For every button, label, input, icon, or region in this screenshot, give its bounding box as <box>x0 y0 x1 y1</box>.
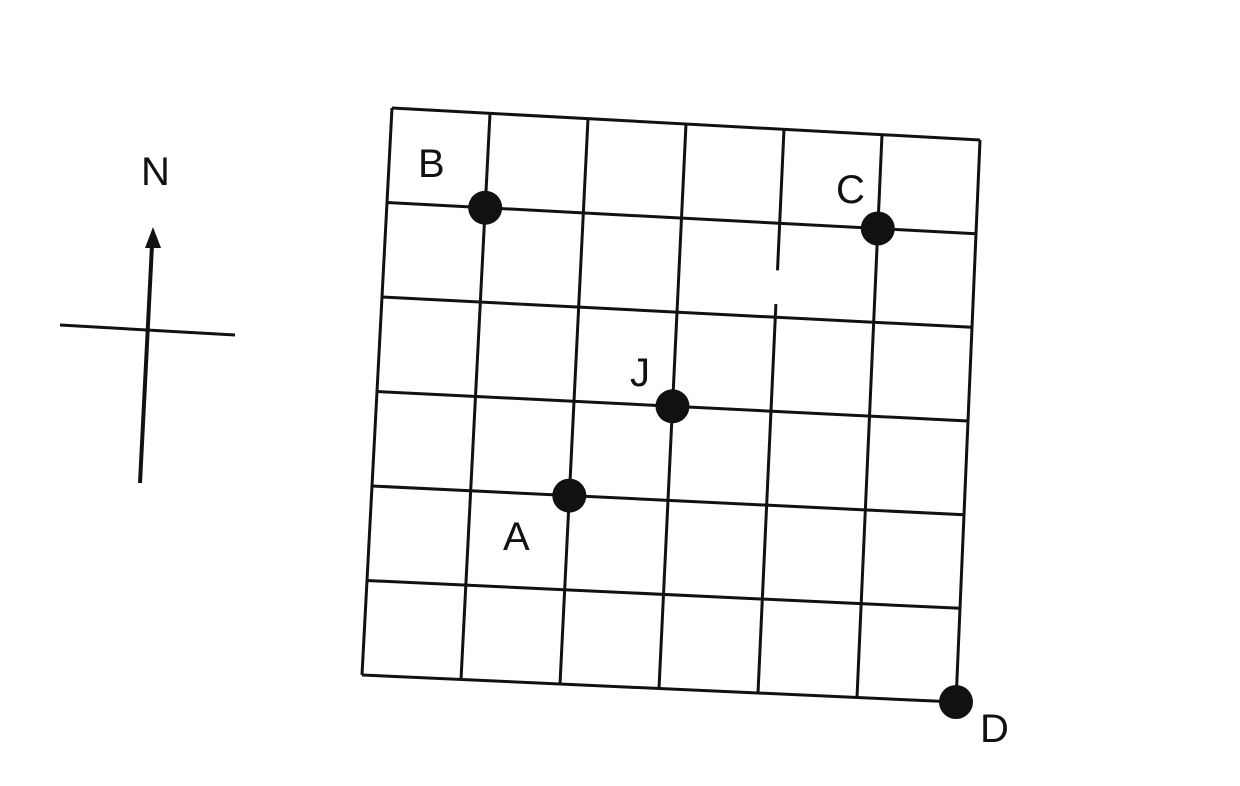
grid-line-vertical <box>558 118 590 685</box>
point-label-b: B <box>418 142 445 186</box>
point-c-dot <box>860 211 895 246</box>
compass-north-label: N <box>141 150 170 194</box>
grid-line-vertical <box>360 107 394 676</box>
point-j-dot <box>655 389 690 424</box>
compass: N <box>59 150 236 484</box>
grid-line-vertical <box>756 304 778 694</box>
point-label-c: C <box>836 168 865 212</box>
compass-arrowhead-icon <box>145 227 161 248</box>
point-d-dot <box>939 685 973 719</box>
point-label-d: D <box>980 707 1009 751</box>
point-b-dot <box>468 190 503 225</box>
grid-line-vertical <box>776 129 786 271</box>
point-a-dot <box>552 478 587 513</box>
point-label-j: J <box>630 351 650 395</box>
points <box>468 190 973 719</box>
grid-line-vertical <box>954 139 982 703</box>
point-label-a: A <box>503 515 530 559</box>
compass-north-line <box>138 244 154 484</box>
